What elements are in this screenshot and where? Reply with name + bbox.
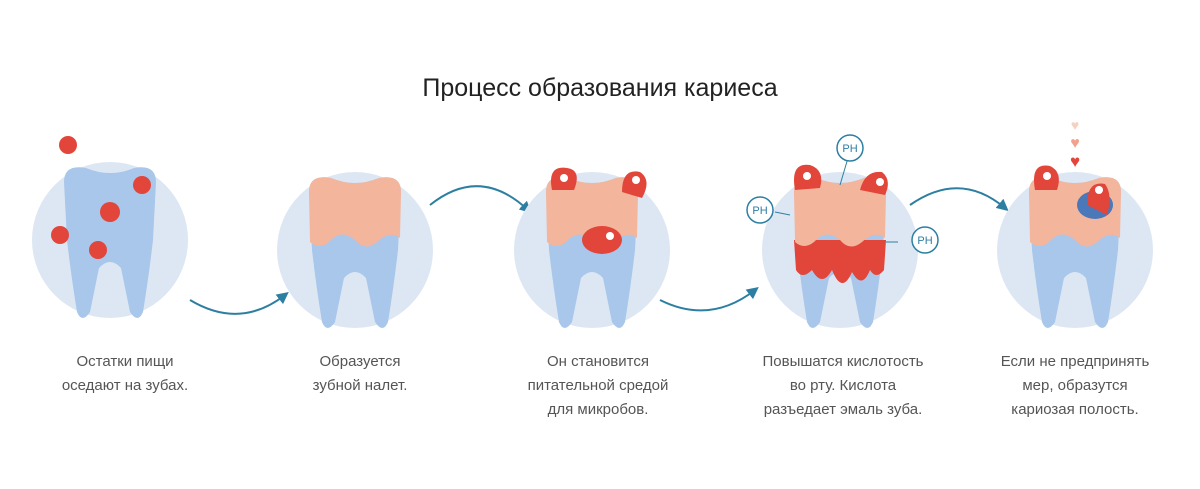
heart-icon: ♥ [1070,135,1080,152]
step-4-caption: Повышатся кислотость во рту. Кислота раз… [733,350,953,422]
svg-text:PH: PH [917,235,932,247]
heart-icon: ♥ [1071,117,1079,133]
ph-indicator: PH [836,134,864,162]
microbe-icon [551,167,577,190]
step-2-caption: Образуется зубной налет. [250,350,470,398]
page-title: Процесс образования кариеса [422,74,778,102]
caption-line: оседают на зубах. [61,377,189,394]
caption-line: для микробов. [547,401,649,418]
caption-line: разъедает эмаль зуба. [763,401,923,418]
caption-line: во рту. Кислота [789,377,897,394]
caption-line: Повышатся кислотость [762,353,924,370]
svg-text:PH: PH [842,143,857,155]
food-particle [89,241,107,259]
ph-indicator: PH [911,226,939,254]
step-4-illustration [762,157,918,328]
arrow-icon [189,292,289,315]
caption-line: мер, образутся [1022,377,1128,394]
step-3-caption: Он становится питательной средой для мик… [488,350,708,422]
step-2-illustration [277,172,433,328]
food-particle [133,176,151,194]
arrow-icon [429,185,532,214]
svg-text:PH: PH [752,205,767,217]
decay-area [794,240,886,284]
caption-line: Он становится [547,353,649,370]
arrow-icon [659,287,759,312]
caption-line: Остатки пищи [76,353,174,370]
caption-line: питательной средой [527,377,669,394]
ph-indicator: PH [746,196,774,224]
heart-icon: ♥ [1070,152,1080,171]
step-1-caption: Остатки пищи оседают на зубах. [15,350,235,398]
step-5-illustration: ♥ ♥ ♥ [997,117,1153,328]
step-5-caption: Если не предпринять мер, образутся карио… [965,350,1185,422]
microbe-icon [860,171,888,195]
microbe-icon [794,164,822,190]
microbe-icon [582,226,622,254]
microbe-icon [1034,165,1059,190]
step-1-illustration [32,136,188,318]
food-particle [59,136,77,154]
caption-line: зубной налет. [312,377,408,394]
microbe-icon [622,171,647,198]
food-particle [51,226,69,244]
caption-line: кариозая полость. [1011,401,1139,418]
caption-line: Если не предпринять [1000,353,1150,370]
microbe-icon [1087,183,1110,215]
food-particle [100,202,120,222]
step-3-illustration [514,167,670,328]
caption-line: Образуется [319,353,401,370]
arrow-icon [909,187,1009,212]
